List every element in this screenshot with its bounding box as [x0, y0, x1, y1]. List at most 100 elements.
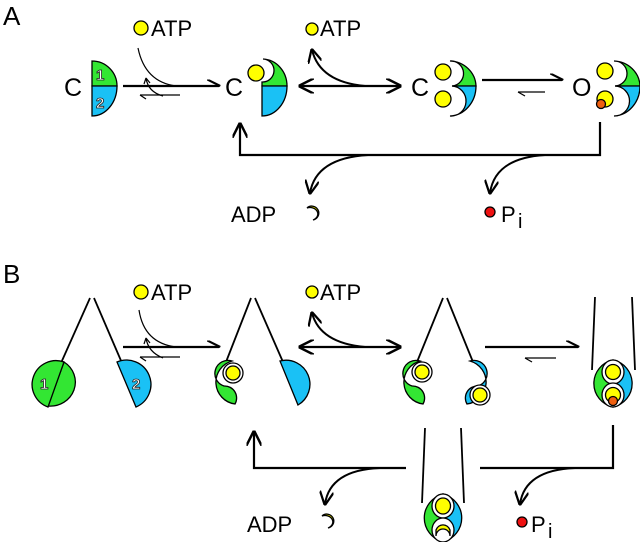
atp-out-curve [143, 77, 164, 97]
adp-icon [435, 524, 451, 537]
atp-label: ATP [320, 16, 361, 41]
reverse-arrowhead [139, 94, 147, 100]
atp-icon [305, 285, 319, 299]
state-label: C [411, 74, 429, 102]
atp-icon [434, 497, 452, 515]
atp-in-curve [137, 47, 177, 87]
atp-exchange-curve [312, 50, 366, 87]
nbd2-number: 2 [96, 95, 104, 112]
atp-binding-step: ATP [123, 16, 219, 100]
tm-helix [60, 297, 91, 364]
atp-icon [133, 20, 149, 36]
atp-label: ATP [151, 16, 192, 41]
atp-label: ATP [151, 280, 192, 305]
return-arrow [240, 122, 602, 157]
state-b4-open-dimer [591, 296, 636, 408]
pi-subscript: i [518, 211, 522, 233]
panel-b: B 1 2 ATP [3, 259, 636, 542]
panel-a: A C 1 2 ATP C [3, 1, 640, 233]
tm-helix [254, 297, 284, 363]
atp-icon [434, 63, 452, 81]
nbd1-domain [449, 60, 477, 87]
reverse-arrowhead [524, 357, 533, 363]
state-label: C [64, 74, 82, 102]
atp-label: ATP [320, 280, 361, 305]
nbd1-domain [261, 58, 288, 87]
panel-a-label: A [3, 1, 21, 31]
adp-label: ADP [247, 512, 292, 537]
atp-in-curve [138, 309, 177, 348]
return-line-right [480, 425, 615, 470]
binding-site-rim [431, 517, 455, 542]
nbd1-domain [613, 60, 640, 87]
adp-release-curve [310, 154, 369, 193]
adp-icon [306, 205, 320, 221]
nbd2-domain [613, 85, 640, 117]
adp-release-curve [325, 467, 381, 504]
atp-icon [472, 387, 488, 403]
atp-icon [414, 364, 430, 380]
atp-exchange-curve [312, 313, 366, 348]
state-b1-apo: 1 2 [31, 297, 152, 408]
panel-b-label: B [3, 259, 20, 289]
nbd1-domain [47, 361, 76, 407]
nbd2-domain [279, 359, 311, 406]
nbd1-domain [214, 359, 238, 405]
reverse-arrowhead [139, 356, 147, 362]
nbd2-domain [449, 85, 477, 117]
state-b3-two-atp [402, 297, 491, 406]
tm-helix [591, 296, 596, 371]
reverse-arrowhead [517, 91, 526, 97]
tm-helix [421, 427, 426, 504]
tm-helix [631, 296, 636, 371]
atp-icon [604, 363, 622, 381]
tm-helix [93, 297, 123, 364]
state-a1-closed-apo: C 1 2 [64, 60, 118, 117]
nbd2-number: 2 [132, 376, 140, 393]
state-a4-open: O [572, 60, 640, 117]
atp-icon [133, 284, 149, 300]
atp-icon [434, 90, 452, 108]
nbd2-domain [116, 359, 152, 408]
phosphate-icon [595, 98, 607, 110]
tm-helix [446, 297, 474, 363]
state-a3-closed-two-atp: C [411, 60, 477, 117]
atp-icon [247, 64, 265, 82]
pi-label: P [501, 202, 516, 227]
nbd2-domain [91, 85, 118, 117]
return-arrow-left [254, 432, 406, 470]
pi-release-curve [490, 154, 546, 193]
nbd1-number: 1 [96, 67, 104, 84]
nbd1-domain-part [31, 359, 65, 408]
state-label: O [572, 74, 591, 102]
pi-icon [484, 206, 496, 218]
atp-binding-site2-step-b: ATP [300, 280, 400, 347]
atp-icon [225, 365, 241, 381]
atp-icon [596, 62, 614, 80]
hydrolysis-cycle-b: ADP P i [247, 425, 615, 542]
atp-binding-step-b: ATP [123, 280, 219, 362]
phosphate-icon [607, 395, 619, 407]
state-a2-closed-one-atp: C [225, 58, 288, 117]
tm-helix [460, 427, 465, 504]
adp-icon [321, 513, 335, 529]
hydrolysis-cycle: ADP P i [231, 122, 602, 233]
pi-release-curve [520, 467, 576, 504]
state-label: C [225, 74, 243, 102]
atp-out-curve [143, 337, 164, 359]
atp-binding-site2-step: ATP [300, 16, 400, 86]
nbd1-number: 1 [40, 376, 48, 393]
gating-step-b [485, 347, 578, 363]
adp-label: ADP [231, 202, 276, 227]
state-b2-one-atp [214, 297, 311, 406]
pi-icon [516, 516, 528, 528]
pi-subscript: i [548, 521, 552, 542]
tm-helix [416, 297, 444, 363]
nbd2-domain [261, 85, 288, 117]
pi-label: P [531, 512, 546, 537]
gating-step [482, 80, 562, 97]
atp-icon [305, 22, 319, 36]
nbd1-domain [402, 359, 426, 405]
tm-helix [225, 297, 252, 363]
